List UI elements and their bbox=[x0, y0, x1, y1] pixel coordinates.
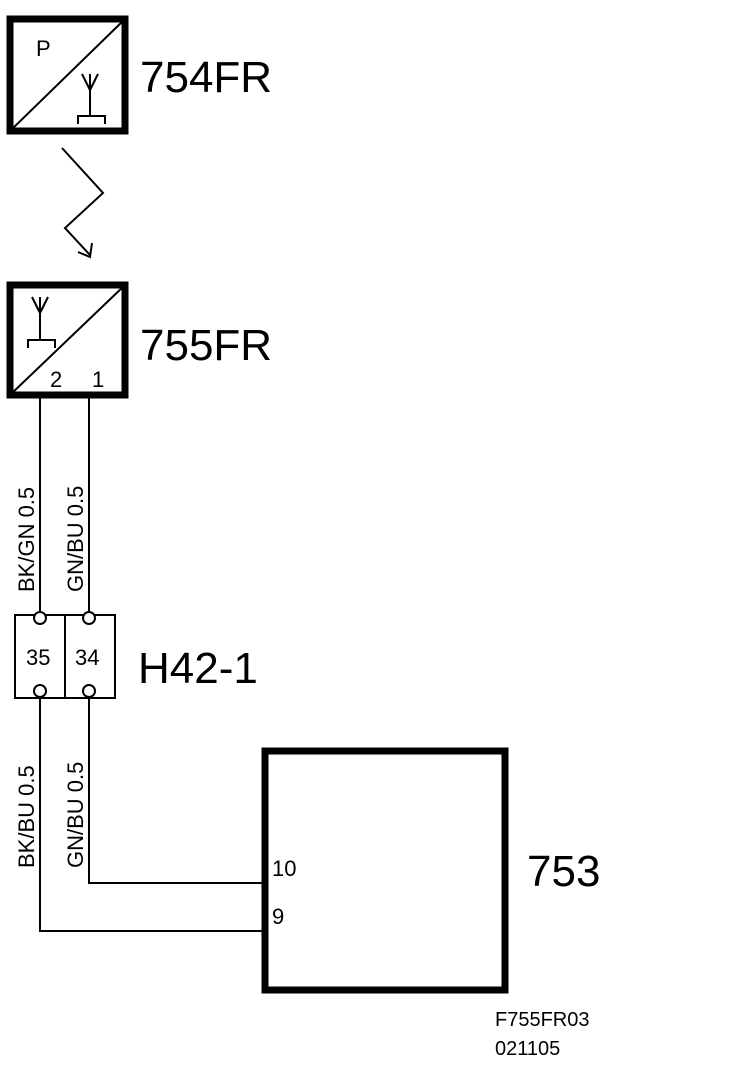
wire-label-gn-bu-lower: GN/BU 0.5 bbox=[63, 762, 88, 868]
receiver-label: 755FR bbox=[140, 321, 272, 370]
transmitter-letter: P bbox=[36, 36, 51, 61]
receiver-pin-1: 1 bbox=[92, 367, 104, 392]
module-pin-9: 9 bbox=[272, 904, 284, 929]
connector-pin-34: 34 bbox=[75, 645, 99, 670]
transmitter-label: 754FR bbox=[140, 53, 272, 102]
diagram-date: 021105 bbox=[495, 1038, 560, 1060]
transmitter-754fr: P 754FR bbox=[6, 15, 272, 135]
module-pin-10: 10 bbox=[272, 856, 296, 881]
connector-pin-35: 35 bbox=[26, 645, 50, 670]
receiver-pin-2: 2 bbox=[50, 367, 62, 392]
connector-label: H42-1 bbox=[138, 644, 258, 693]
wireless-signal-arrow bbox=[61, 147, 105, 259]
antenna-icon bbox=[27, 296, 56, 348]
module-label: 753 bbox=[527, 847, 600, 896]
wire-label-gn-bu-upper: GN/BU 0.5 bbox=[63, 486, 88, 592]
module-753: 10 9 753 bbox=[261, 747, 600, 994]
receiver-755fr: 2 1 755FR bbox=[6, 281, 272, 399]
diagram-code: F755FR03 bbox=[495, 1009, 590, 1031]
lower-wires bbox=[39, 698, 268, 932]
connector-h42-1: 35 34 H42-1 bbox=[14, 611, 258, 699]
wire-label-bk-bu: BK/BU 0.5 bbox=[14, 765, 39, 868]
wire-label-bk-gn: BK/GN 0.5 bbox=[14, 487, 39, 592]
antenna-icon bbox=[77, 73, 106, 124]
upper-wires bbox=[39, 398, 90, 611]
